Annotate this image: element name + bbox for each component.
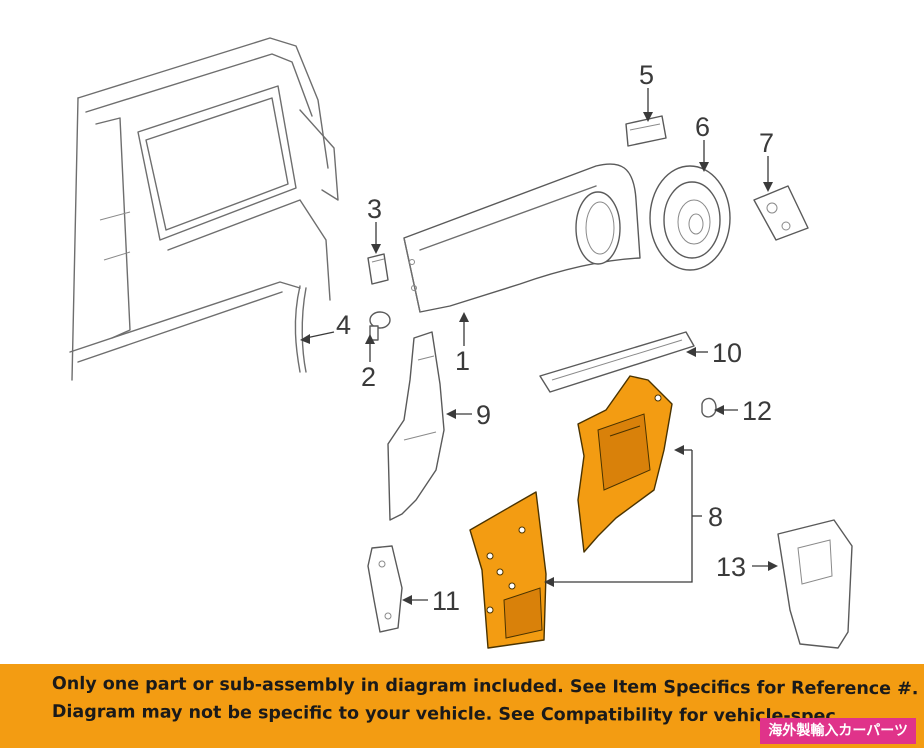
vehicle-body-outline <box>69 37 339 381</box>
callout-7: 7 <box>759 128 774 158</box>
part-11-bracket <box>367 545 403 633</box>
leader-lines <box>300 88 778 605</box>
callout-8: 8 <box>708 502 723 532</box>
disclaimer-line-1: Only one part or sub-assembly in diagram… <box>51 674 919 700</box>
part-5-bracket <box>625 115 667 147</box>
part-1-quarter-panel <box>403 163 641 313</box>
part-10-molding <box>539 331 695 393</box>
callout-11: 11 <box>432 586 460 616</box>
part-7-bracket <box>753 185 809 241</box>
callout-13: 13 <box>716 552 746 582</box>
callout-9: 9 <box>476 400 491 430</box>
callout-4: 4 <box>336 310 351 340</box>
callout-10: 10 <box>712 338 742 368</box>
callout-3: 3 <box>367 194 382 224</box>
part-12-fastener <box>701 397 717 418</box>
part-6-fuel-housing <box>649 165 731 271</box>
part-9-inner-panel <box>387 331 445 521</box>
part-8-upper-panel <box>577 375 673 553</box>
callout-6: 6 <box>695 112 710 142</box>
disclaimer-line-2: Diagram may not be specific to your vehi… <box>51 702 836 727</box>
shop-badge: 海外製輸入カーパーツ <box>760 718 916 744</box>
part-13-mud-flap <box>777 519 853 649</box>
part-2-4-bolt <box>369 311 391 341</box>
callout-2: 2 <box>361 362 376 392</box>
part-8-lower-panel <box>469 491 547 649</box>
part-3-clip <box>367 253 389 285</box>
callout-5: 5 <box>639 60 654 90</box>
callout-12: 12 <box>742 396 772 426</box>
callout-1: 1 <box>455 346 470 376</box>
